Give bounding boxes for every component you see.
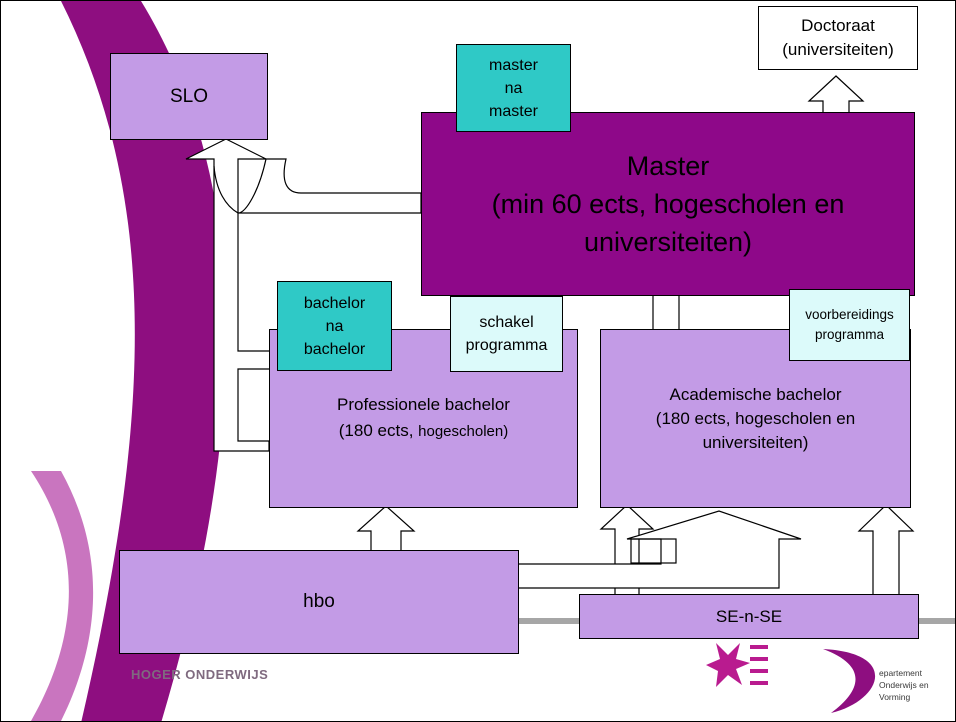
- department-logo: [823, 649, 876, 713]
- se-n-se-box: SE-n-SE: [579, 594, 919, 639]
- arrow-master-to-slo: [237, 158, 422, 214]
- master-na-master-label: master na master: [489, 56, 538, 120]
- arrow-junction-box: [630, 538, 677, 564]
- acad-bachelor-box: Academische bachelor (180 ects, hogescho…: [600, 329, 911, 508]
- acad-bachelor-label: Academische bachelor (180 ects, hogescho…: [655, 384, 856, 452]
- se-n-se-label: SE-n-SE: [715, 606, 783, 626]
- master-na-master-box: master na master: [456, 44, 571, 132]
- arrow-hbo-to-acad: [488, 510, 802, 589]
- slo-box: SLO: [110, 53, 268, 140]
- arrow-sense-to-acad-left: [599, 504, 655, 608]
- hbo-label: hbo: [303, 591, 335, 612]
- voorbereidings-programma-box: voorbereidings programma: [789, 289, 910, 361]
- bachelor-na-bachelor-label: bachelor na bachelor: [303, 294, 366, 358]
- schakel-programma-label: schakel programma: [465, 314, 548, 354]
- hbo-box: hbo: [119, 550, 519, 654]
- doctoraat-label: Doctoraat (universiteiten): [782, 16, 894, 59]
- prof-bachelor-subtitle: (180 ects, hogescholen): [337, 418, 510, 445]
- doctoraat-box: Doctoraat (universiteiten): [758, 6, 918, 70]
- prof-bachelor-title: Professionele bachelor: [337, 395, 510, 414]
- voorbereidings-programma-label: voorbereidings programma: [805, 307, 894, 342]
- prof-bachelor-ects: (180 ects,: [338, 421, 419, 440]
- flemish-lion-logo: [706, 643, 768, 687]
- arrow-master-left-curve: [213, 165, 239, 214]
- arrow-sense-to-acad-right: [857, 504, 915, 608]
- bachelor-na-bachelor-box: bachelor na bachelor: [277, 281, 392, 371]
- prof-bachelor-hogescholen: hogescholen): [418, 423, 509, 440]
- schakel-programma-box: schakel programma: [450, 296, 563, 372]
- decorative-swoosh: [61, 1, 227, 721]
- slo-label: SLO: [169, 85, 209, 107]
- decorative-swoosh-tail: [31, 471, 94, 721]
- master-label: Master (min 60 ects, hogescholen en univ…: [491, 151, 845, 257]
- footer-hoger-onderwijs: HOGER ONDERWIJS: [131, 667, 269, 682]
- prof-bachelor-text: Professionele bachelor (180 ects, hogesc…: [337, 392, 510, 445]
- master-box: Master (min 60 ects, hogescholen en univ…: [421, 112, 915, 296]
- department-text: epartement Onderwijs en Vorming: [879, 668, 929, 702]
